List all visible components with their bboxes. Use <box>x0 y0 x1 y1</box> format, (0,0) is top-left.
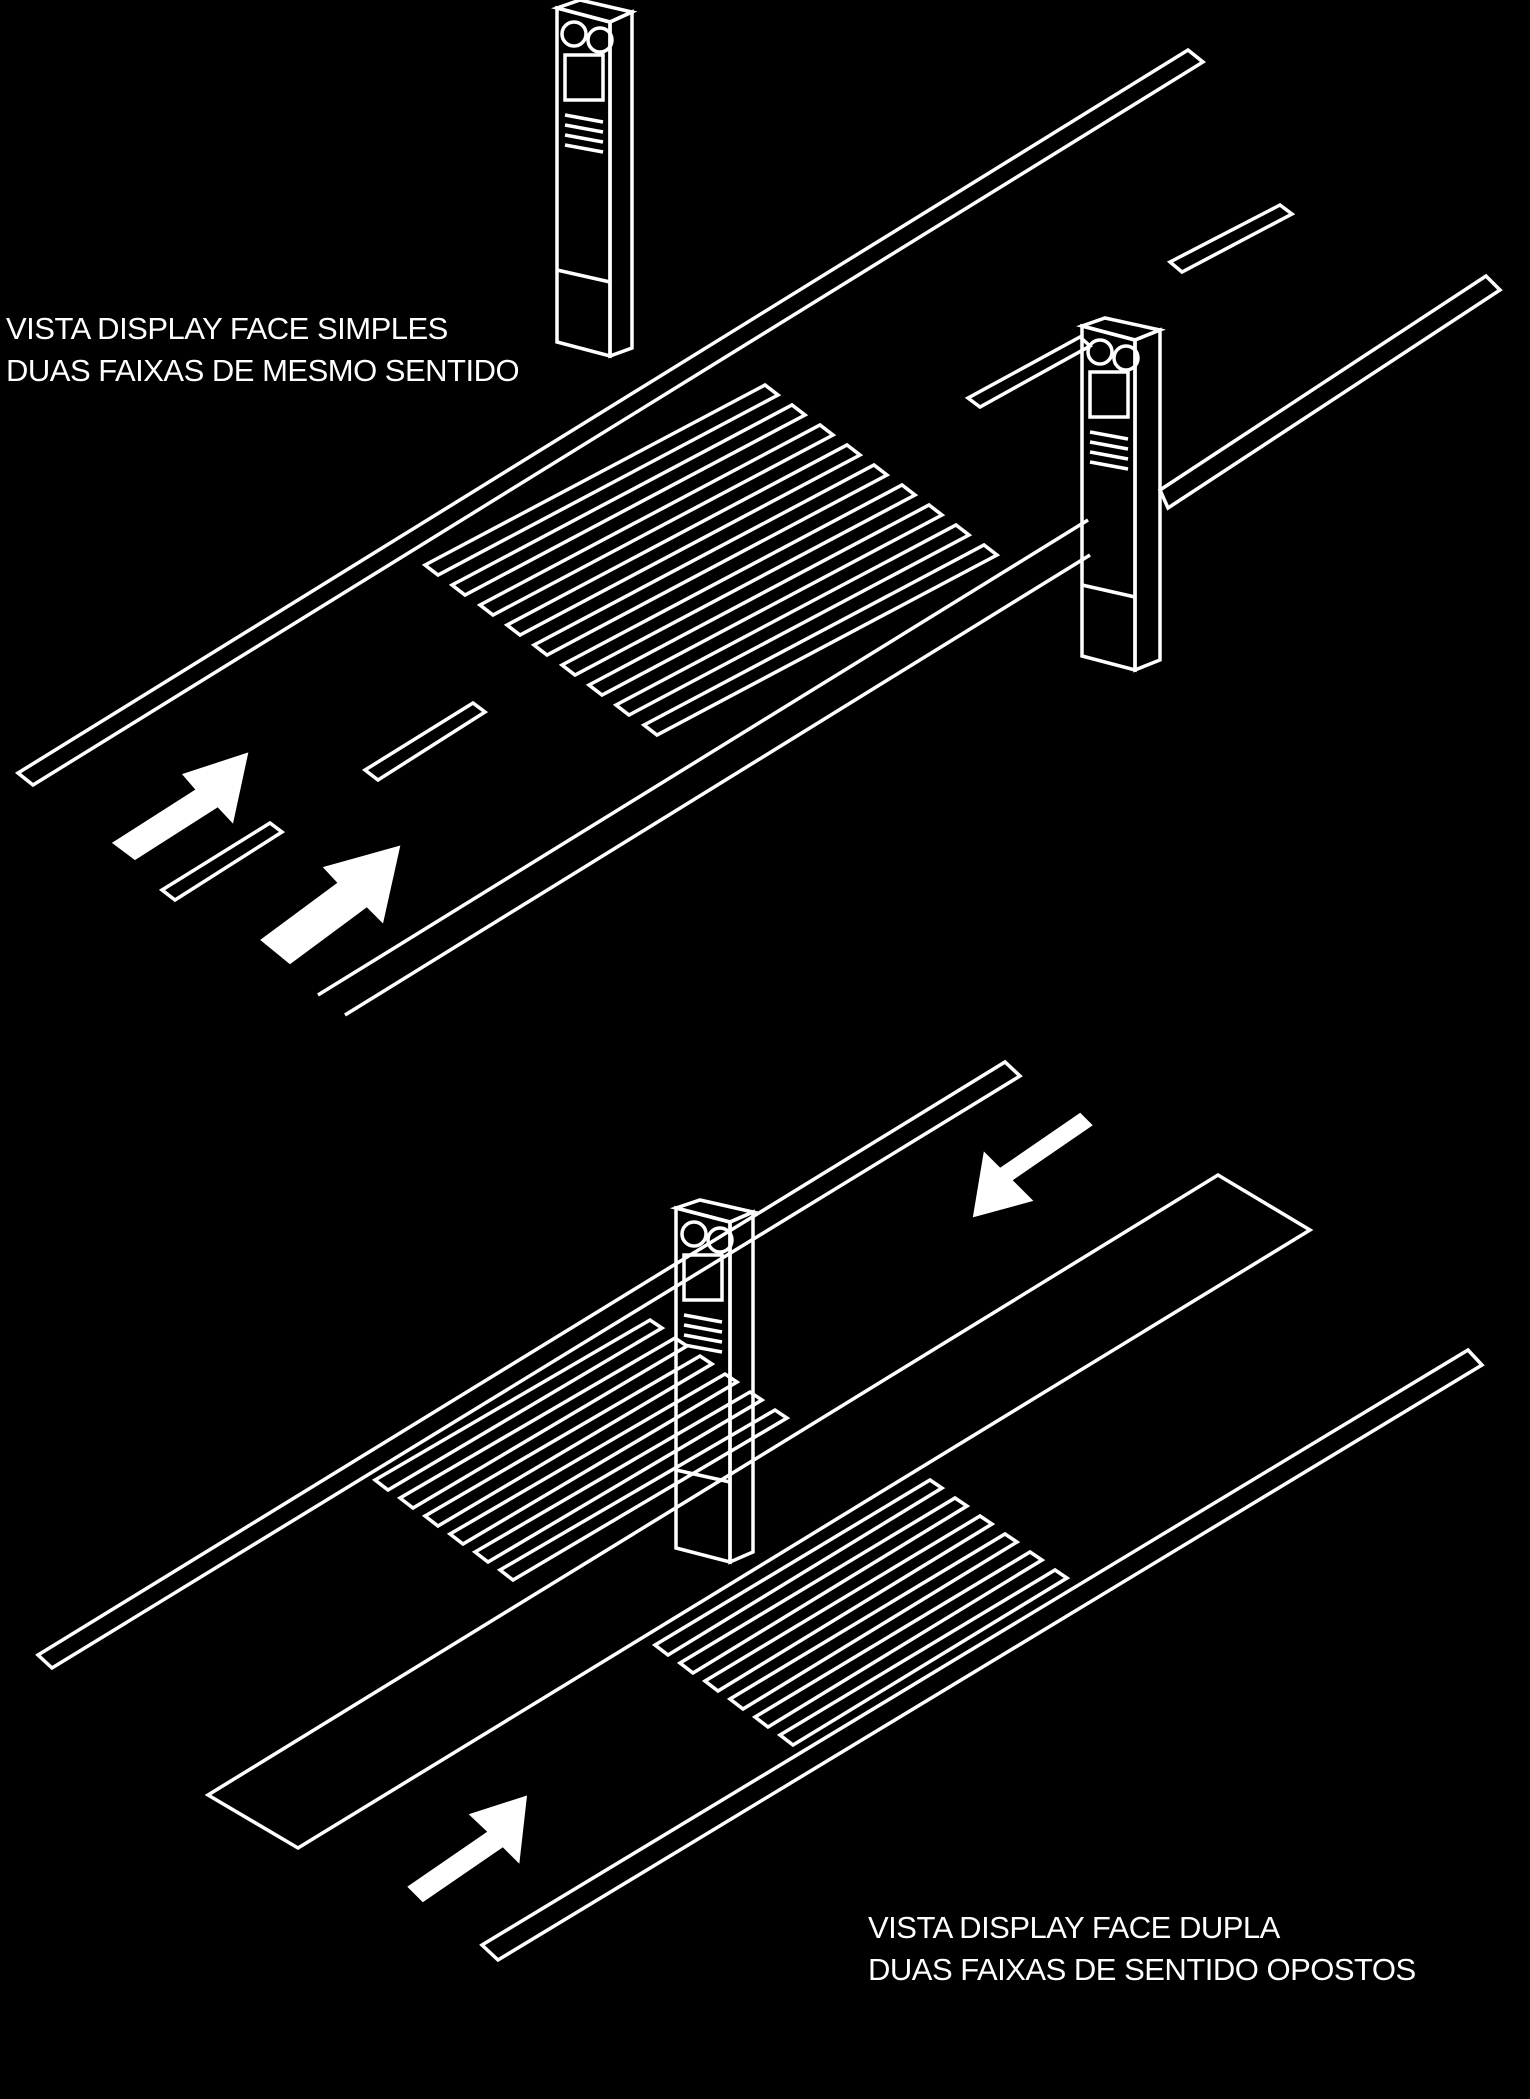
crosswalk-top <box>421 382 1001 738</box>
road-edge-line <box>317 518 1089 997</box>
road-edge-stripe <box>35 1059 1023 1671</box>
crosswalk-bottom-right <box>651 1477 1071 1748</box>
caption-bottom-line1: VISTA DISPLAY FACE DUPLA <box>868 1910 1280 1945</box>
traffic-direction-arrow <box>972 1112 1093 1218</box>
median-island <box>204 1172 1314 1851</box>
caption-top: VISTA DISPLAY FACE SIMPLES DUAS FAIXAS D… <box>6 308 520 392</box>
lane-dash <box>361 700 489 783</box>
lane-dash <box>964 334 1093 410</box>
caption-top-line2: DUAS FAIXAS DE MESMO SENTIDO <box>6 353 520 388</box>
caption-bottom: VISTA DISPLAY FACE DUPLA DUAS FAIXAS DE … <box>868 1907 1416 1991</box>
road-edge-line <box>344 553 1091 1017</box>
traffic-direction-arrow <box>111 752 249 861</box>
caption-top-line1: VISTA DISPLAY FACE SIMPLES <box>6 311 448 346</box>
display-totem <box>669 1198 759 1565</box>
lane-dash <box>158 820 286 903</box>
bottom-scene <box>35 1059 1485 1963</box>
traffic-direction-arrow <box>407 1795 528 1903</box>
road-edge-stripe <box>1157 273 1503 511</box>
road-edge-stripe <box>14 47 1207 788</box>
traffic-direction-arrow <box>260 845 401 965</box>
lane-dash <box>1166 202 1296 275</box>
top-scene <box>14 0 1503 1017</box>
road-edge-stripe <box>479 1347 1485 1963</box>
display-totem <box>1076 316 1166 673</box>
caption-bottom-line2: DUAS FAIXAS DE SENTIDO OPOSTOS <box>868 1952 1416 1987</box>
crosswalk-bottom-left <box>371 1317 791 1583</box>
display-totem <box>551 0 638 359</box>
